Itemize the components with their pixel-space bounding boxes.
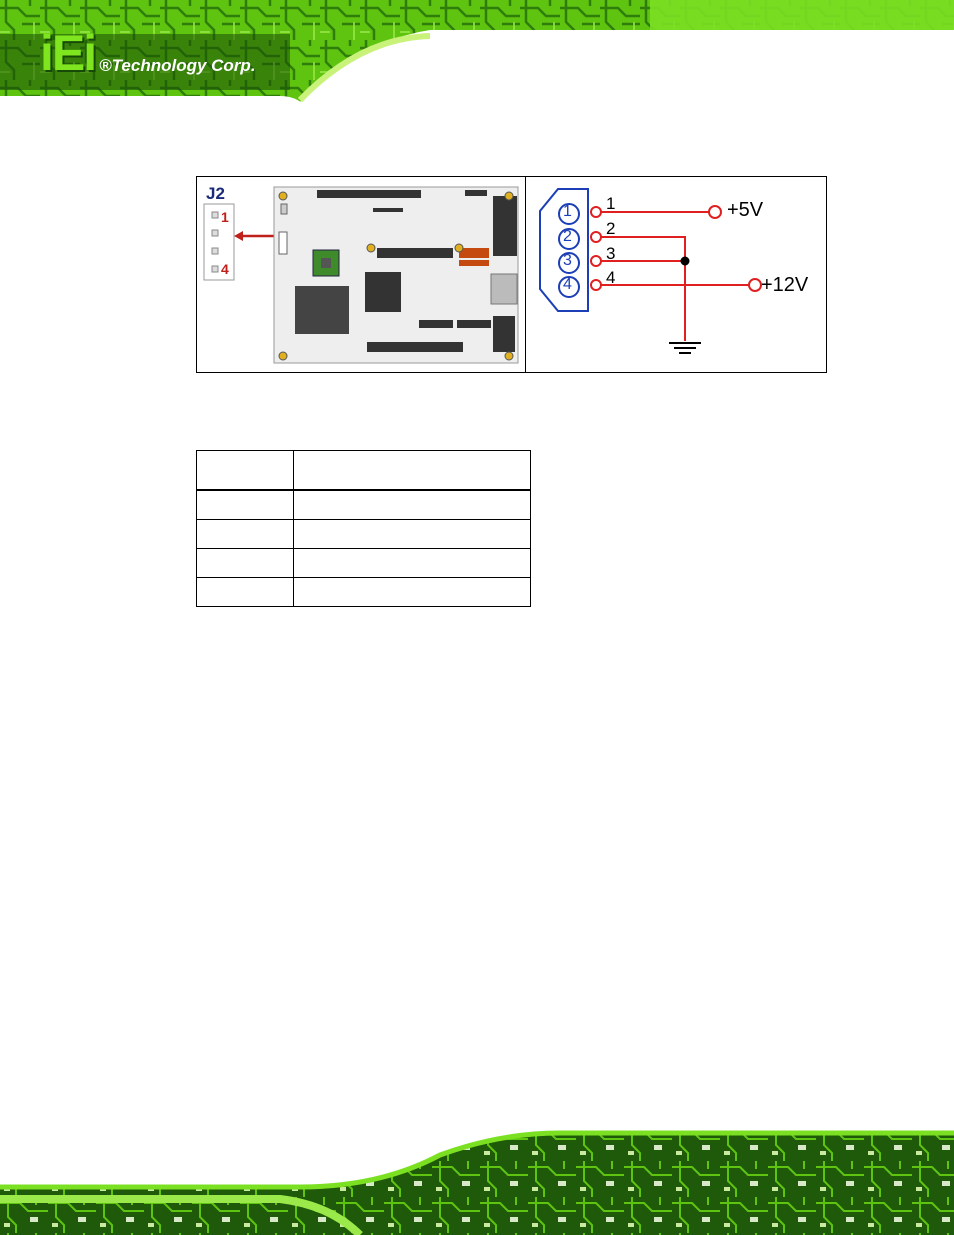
table-cell bbox=[293, 577, 531, 607]
pin-circle-3: 3 bbox=[563, 252, 572, 269]
connector-figure bbox=[196, 176, 827, 373]
table-cell bbox=[293, 489, 531, 520]
voltage-12v-label: +12V bbox=[761, 274, 809, 296]
table-cell bbox=[196, 577, 294, 607]
table-cell bbox=[196, 489, 294, 520]
wire-label-1: 1 bbox=[606, 194, 616, 213]
table-cell bbox=[293, 450, 531, 491]
table-header-row bbox=[196, 450, 531, 491]
pin-circle-4: 4 bbox=[563, 276, 572, 293]
table-cell bbox=[196, 548, 294, 578]
figure-divider bbox=[525, 176, 526, 373]
logo-mark: iEi bbox=[40, 25, 97, 81]
wire-label-2: 2 bbox=[606, 219, 616, 238]
pin-label-first: 1 bbox=[221, 209, 229, 225]
wire-label-3: 3 bbox=[606, 244, 616, 263]
pinout-table bbox=[196, 450, 531, 607]
table-row bbox=[196, 548, 531, 578]
table-cell bbox=[196, 450, 294, 491]
pinout-schematic bbox=[539, 188, 762, 354]
table-row bbox=[196, 519, 531, 549]
table-cell bbox=[196, 519, 294, 549]
footer-banner bbox=[0, 1125, 954, 1235]
pin-label-last: 4 bbox=[221, 261, 229, 277]
table-row bbox=[196, 489, 531, 520]
company-name: ®Technology Corp. bbox=[99, 56, 256, 75]
pin-circle-1: 1 bbox=[563, 203, 572, 220]
table-cell bbox=[293, 519, 531, 549]
table-row bbox=[196, 577, 531, 607]
location-arrow bbox=[234, 231, 280, 241]
header-banner bbox=[0, 0, 954, 112]
company-logo: iEi ®Technology Corp. bbox=[40, 28, 256, 78]
table-cell bbox=[293, 548, 531, 578]
connector-outline bbox=[203, 203, 235, 281]
wire-label-4: 4 bbox=[606, 268, 616, 287]
connector-label: J2 bbox=[206, 184, 225, 203]
pin-circle-2: 2 bbox=[563, 228, 572, 245]
board-illustration bbox=[273, 186, 519, 364]
voltage-5v-label: +5V bbox=[727, 199, 764, 221]
